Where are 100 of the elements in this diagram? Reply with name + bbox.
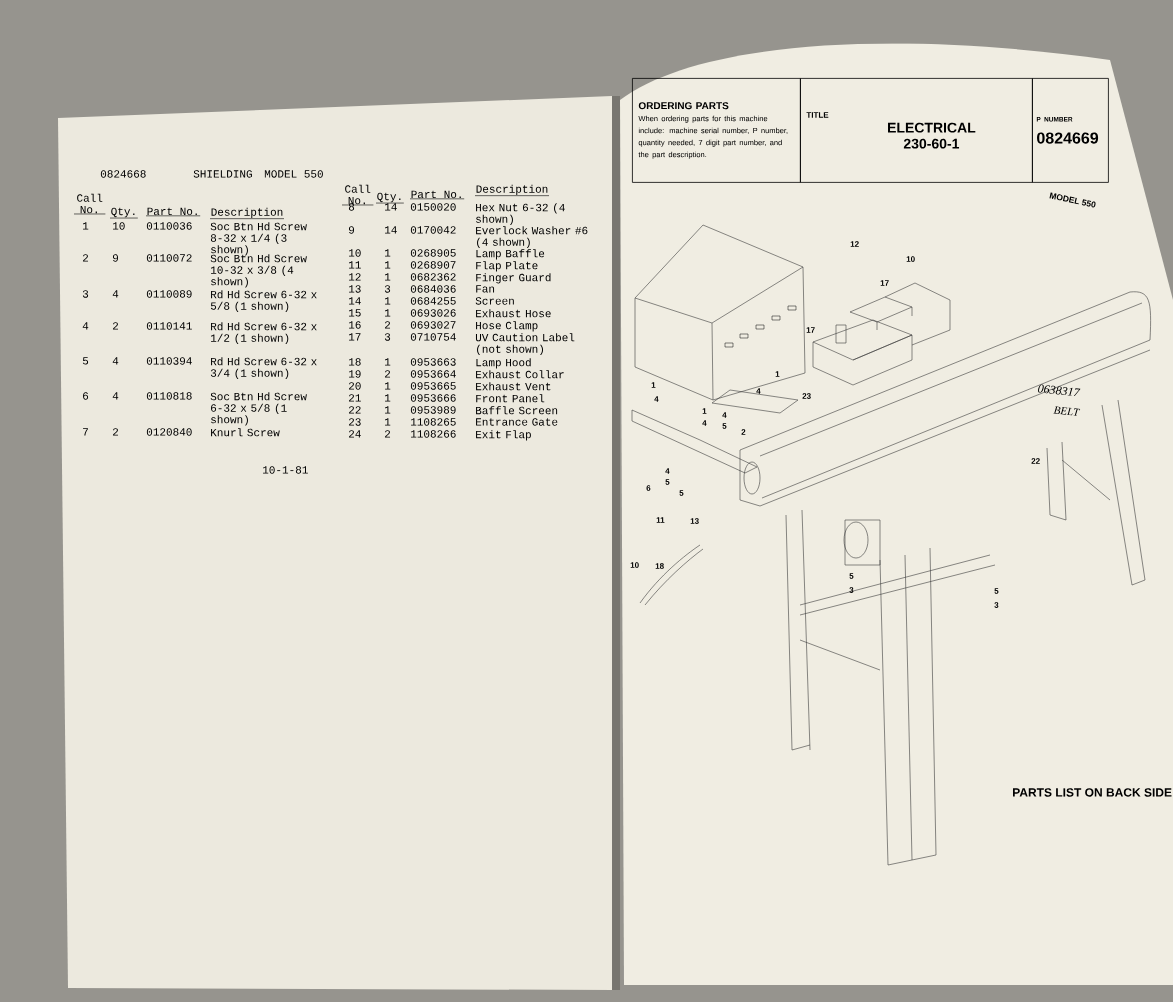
table-cell: 0684036 (410, 285, 456, 293)
callout-number: 1 (651, 382, 656, 388)
callout-number: 4 (722, 412, 727, 418)
table-cell: 1 (385, 273, 391, 281)
table-cell: 5 (82, 357, 89, 365)
table-cell: 1108266 (411, 430, 456, 438)
callout-number: 13 (690, 518, 699, 524)
callout-number: 5 (679, 490, 684, 496)
table-cell: 17 (349, 333, 361, 341)
table-cell: 9 (112, 254, 119, 262)
table-cell: 0693026 (410, 309, 456, 317)
callout-number: 4 (756, 388, 761, 394)
table-cell: 2 (384, 370, 390, 378)
table-cell: 13 (349, 285, 361, 293)
table-cell: 0710754 (410, 333, 456, 341)
table-cell: Soc Btn Hd Screw 10-32 x 3/8 (4 shown) (210, 254, 307, 288)
table-cell: 0110394 (146, 357, 192, 365)
callout-number: 18 (655, 563, 664, 569)
table-cell: 4 (112, 392, 119, 400)
table-cell: 15 (349, 309, 361, 317)
table-cell: 6 (83, 392, 89, 400)
callout-number: 3 (849, 587, 854, 593)
table-cell: Exhaust Hose (476, 309, 551, 318)
title-block-cell: TITLE ELECTRICAL 230-60-1 (800, 78, 1033, 183)
column-header: Call No. (73, 193, 106, 215)
page-heading: SHIELDING (193, 170, 252, 178)
table-cell: 1 (385, 261, 391, 269)
table-cell: 1 (385, 309, 391, 317)
table-cell: 0693027 (410, 321, 456, 329)
table-cell: 11 (349, 261, 361, 269)
table-cell: 16 (349, 321, 361, 329)
table-cell: 2 (112, 322, 118, 330)
column-header: Part No. (145, 207, 201, 217)
page-heading: MODEL 550 (264, 170, 323, 178)
model-label: MODEL 550 (1049, 192, 1096, 208)
table-cell: 0110089 (146, 290, 192, 298)
table-cell: 2 (82, 254, 88, 262)
column-header: Call No. (341, 184, 374, 206)
table-cell: UV Caution Label (not shown) (475, 333, 575, 355)
column-header: Description (474, 184, 550, 196)
handwritten-note: BELT (1053, 406, 1081, 416)
table-cell: Flap Plate (476, 261, 538, 272)
table-cell: 0684255 (410, 297, 456, 305)
table-cell: 23 (348, 418, 361, 426)
table-cell: Fan (476, 285, 495, 293)
table-cell: 1 (385, 406, 391, 414)
table-cell: Screen (475, 297, 514, 305)
table-cell: 0953663 (410, 358, 456, 366)
table-cell: Baffle Screen (476, 406, 558, 415)
callout-number: 12 (850, 241, 859, 247)
page-title: PARTS LIST ON BACK SIDE (1013, 788, 1172, 797)
table-cell: 1 (385, 394, 391, 402)
table-cell: 0953664 (410, 370, 456, 378)
callout-number: 23 (802, 393, 811, 399)
table-cell: 10 (349, 249, 361, 257)
table-cell: Lamp Hood (476, 358, 531, 369)
table-cell: 10 (113, 222, 125, 230)
table-cell: 4 (112, 357, 119, 365)
table-cell: 3 (384, 333, 391, 341)
column-header: Part No. (409, 190, 465, 200)
callout-number: 3 (994, 602, 999, 608)
table-cell: Knurl Screw (211, 428, 280, 437)
callout-number: 10 (630, 562, 639, 568)
table-cell: 0110072 (146, 254, 192, 262)
table-cell: 21 (348, 394, 361, 402)
callout-number: 11 (656, 517, 665, 523)
page-heading: 0824668 (100, 170, 146, 178)
table-cell: 1 (385, 358, 391, 366)
table-cell: 1108265 (411, 418, 456, 426)
table-cell: Hose Clamp (476, 321, 538, 332)
table-cell: Entrance Gate (476, 418, 558, 426)
table-cell: 0268905 (410, 249, 456, 257)
table-cell: Rd Hd Screw 6-32 x 1/2 (1 shown) (211, 322, 317, 344)
callout-number: 17 (806, 327, 815, 333)
column-header: Qty. (109, 207, 139, 219)
date-text: 10-1-81 (263, 466, 308, 474)
table-cell: Everlock Washer #6 (4 shown) (476, 226, 588, 248)
table-cell: Rd Hd Screw 6-32 x 3/4 (1 shown) (210, 357, 317, 379)
table-cell: 2 (384, 321, 390, 329)
column-header: Qty. (375, 192, 405, 204)
callout-number: 22 (1031, 458, 1040, 464)
table-cell: 0170042 (410, 226, 456, 234)
callout-number: 5 (849, 573, 854, 579)
table-cell: 0110036 (146, 222, 192, 230)
table-cell: 0953989 (410, 406, 456, 414)
table-cell: 2 (112, 428, 118, 436)
table-cell: 0682362 (410, 273, 456, 281)
callout-number: 17 (880, 280, 889, 286)
table-cell: 9 (348, 226, 355, 234)
callout-number: 1 (702, 408, 707, 414)
handwritten-note: 0638317 (1038, 384, 1081, 397)
table-cell: 0268907 (410, 261, 456, 269)
table-cell: 19 (349, 370, 361, 378)
callout-number: 5 (994, 588, 999, 594)
table-cell: Soc Btn Hd Screw 6-32 x 5/8 (1 shown) (210, 392, 307, 426)
table-cell: 14 (385, 226, 397, 234)
table-cell: Lamp Baffle (476, 249, 545, 260)
table-cell: 8 (348, 203, 355, 211)
table-cell: 1 (385, 249, 391, 257)
table-cell: 20 (348, 382, 361, 390)
